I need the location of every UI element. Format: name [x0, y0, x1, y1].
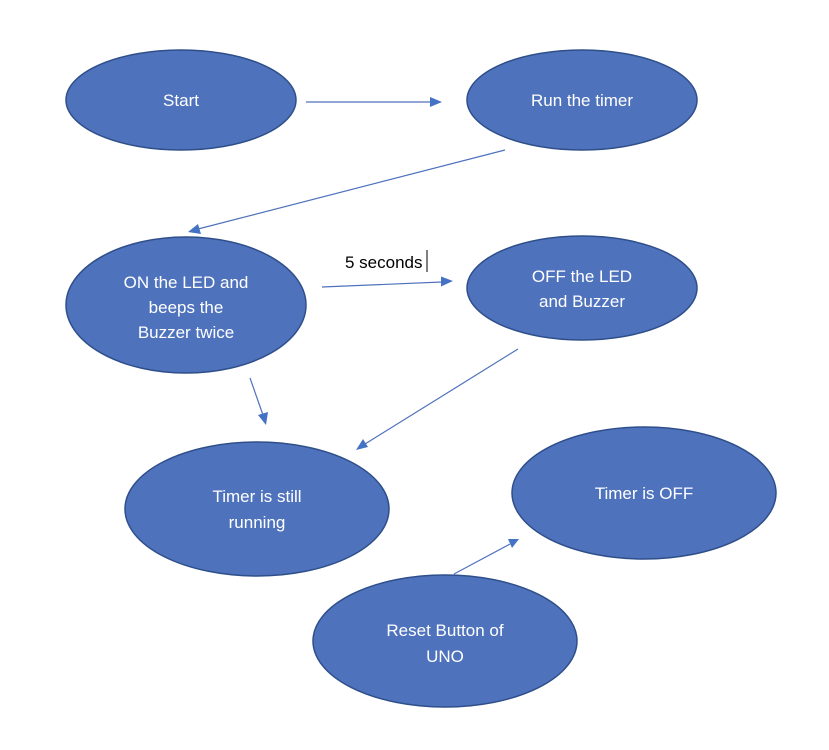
node-label-line-2: beeps the	[149, 298, 224, 317]
node-label-line-2: and Buzzer	[539, 292, 625, 311]
arrowhead-icon	[430, 97, 442, 107]
node-label-line-1: Reset Button of	[386, 621, 503, 640]
node-label-line-3: Buzzer twice	[138, 323, 234, 342]
edge-reset-to-timer-off	[453, 539, 519, 575]
node-timer-off[interactable]: Timer is OFF	[511, 426, 777, 560]
edge-run-timer-to-on-led	[188, 149, 506, 234]
edge-off-led-to-timer-running	[356, 348, 519, 450]
node-label-line-1: OFF the LED	[532, 267, 632, 286]
node-label-line-1: ON the LED and	[124, 273, 249, 292]
edge-label-5-seconds: 5 seconds	[345, 253, 423, 272]
edge-start-to-run-timer	[306, 97, 442, 107]
node-label: Timer is OFF	[595, 484, 694, 503]
node-label-line-2: running	[229, 513, 286, 532]
edge-on-led-to-timer-running	[249, 377, 268, 425]
arrowhead-icon	[258, 412, 268, 425]
node-label: Start	[163, 91, 199, 110]
node-off-led[interactable]: OFF the LED and Buzzer	[466, 235, 698, 341]
node-reset[interactable]: Reset Button of UNO	[312, 574, 578, 708]
arrowhead-icon	[441, 276, 453, 287]
edge-on-led-to-off-led	[321, 276, 453, 288]
arrowhead-icon	[356, 439, 368, 450]
node-timer-running[interactable]: Timer is still running	[124, 441, 390, 577]
node-label: Run the timer	[531, 91, 633, 110]
node-on-led[interactable]: ON the LED and beeps the Buzzer twice	[65, 236, 307, 374]
node-run-timer[interactable]: Run the timer	[466, 49, 698, 151]
arrowhead-icon	[508, 539, 519, 548]
node-label-line-2: UNO	[426, 647, 464, 666]
node-label-line-1: Timer is still	[212, 487, 301, 506]
arrowhead-icon	[188, 224, 201, 234]
node-start[interactable]: Start	[65, 49, 297, 151]
